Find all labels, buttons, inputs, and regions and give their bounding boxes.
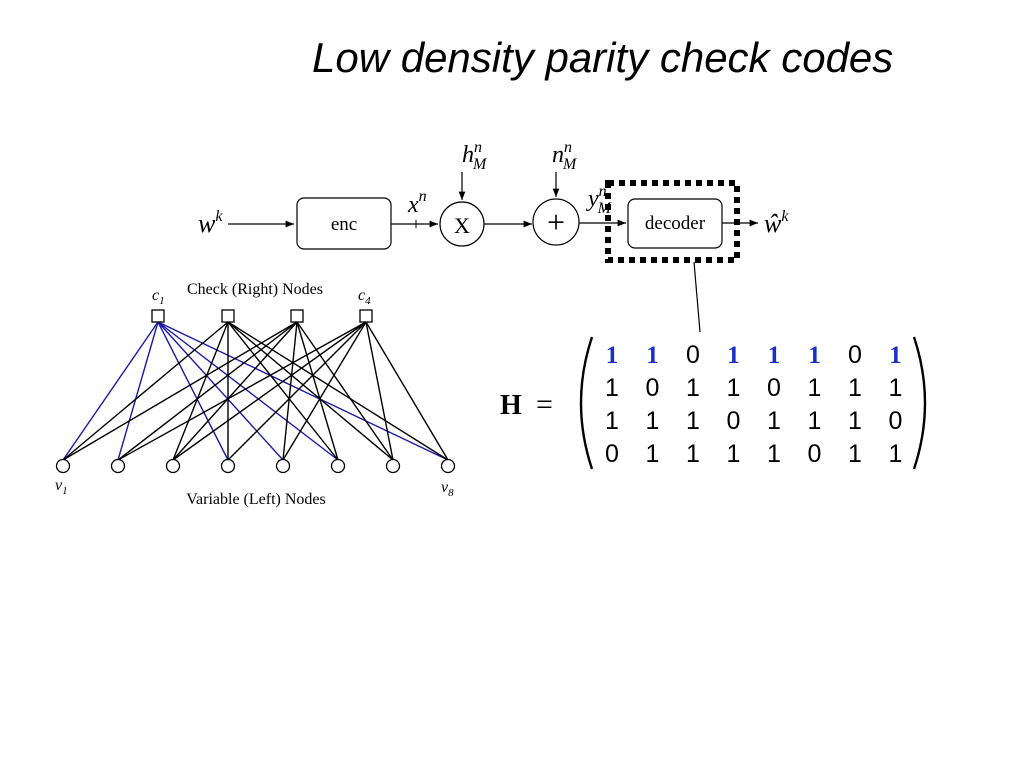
matrix-cell-r3-c8: 0 — [889, 407, 903, 435]
matrix-cell-r1-c8: 1 — [889, 342, 902, 369]
matrix-cell-r3-c6: 1 — [808, 407, 822, 435]
matrix-cell-r3-c7: 1 — [848, 407, 862, 435]
matrix-equals: = — [536, 388, 553, 421]
input-label: wk — [198, 208, 223, 238]
matrix-cell-r3-c1: 1 — [605, 407, 619, 435]
matrix-cell-r1-c3: 0 — [686, 341, 700, 369]
decoder-matrix-connector — [693, 261, 701, 333]
matrix-cell-r4-c3: 1 — [686, 440, 700, 468]
check-node-first-label: c1 — [152, 287, 165, 307]
check-nodes-label: Check (Right) Nodes — [187, 281, 323, 298]
multiplier-label: X — [454, 213, 470, 238]
var-node-last-label: v8 — [441, 479, 454, 499]
matrix-cell-r2-c5: 0 — [767, 374, 781, 402]
tanner-edge-c4-v4 — [227, 321, 367, 461]
variable-node-3 — [165, 458, 181, 474]
matrix-label: H — [500, 390, 522, 421]
adder-label: + — [547, 204, 565, 240]
tanner-edge-c4-v2 — [117, 321, 367, 461]
matrix-left-paren — [579, 336, 594, 470]
check-node-last-label: c4 — [358, 287, 371, 307]
matrix-right-paren — [912, 336, 927, 470]
tanner-edge-c3-v7 — [296, 321, 394, 461]
matrix-cell-r2-c4: 1 — [727, 374, 741, 402]
variable-node-4 — [220, 458, 236, 474]
tanner-graph: Check (Right) Nodes Variable (Left) Node… — [55, 281, 456, 508]
matrix-cell-r2-c8: 1 — [889, 374, 903, 402]
matrix-cell-r4-c7: 1 — [848, 440, 862, 468]
tanner-edge-c1-v5 — [157, 321, 284, 461]
tanner-edge-c4-v3 — [172, 321, 367, 461]
tanner-edge-c4-v7 — [365, 321, 394, 461]
matrix-cell-r4-c1: 0 — [605, 440, 619, 468]
tanner-nodes — [55, 309, 456, 474]
encoded-label: xn — [407, 188, 427, 218]
check-node-2 — [221, 309, 235, 323]
matrix-cell-r2-c3: 1 — [686, 374, 700, 402]
tanner-edge-c1-v8 — [157, 321, 449, 461]
tanner-edge-c3-v1 — [62, 321, 298, 461]
matrix-cell-r2-c2: 0 — [646, 374, 660, 402]
variable-node-7 — [385, 458, 401, 474]
slide-title: Low density parity check codes — [312, 34, 894, 81]
decoder-label: decoder — [645, 213, 706, 234]
tanner-edge-c3-v5 — [282, 321, 298, 461]
matrix-cell-r3-c5: 1 — [767, 407, 781, 435]
matrix-cell-r3-c3: 1 — [686, 407, 700, 435]
matrix-cell-r4-c2: 1 — [646, 440, 660, 468]
matrix-cell-r1-c4: 1 — [727, 342, 740, 369]
matrix-cell-r2-c6: 1 — [808, 374, 822, 402]
tanner-edge-c1-v4 — [157, 321, 229, 461]
check-node-3 — [290, 309, 304, 323]
tanner-edge-c2-v3 — [172, 321, 229, 461]
tanner-edge-c1-v6 — [157, 321, 339, 461]
matrix-cell-r3-c4: 0 — [727, 407, 741, 435]
variable-node-5 — [275, 458, 291, 474]
matrix-cell-r2-c7: 1 — [848, 374, 862, 402]
tanner-edge-c2-v8 — [227, 321, 449, 461]
tanner-edge-c2-v6 — [227, 321, 339, 461]
var-node-first-label: v1 — [55, 477, 68, 497]
check-node-4 — [359, 309, 373, 323]
tanner-edge-c2-v1 — [62, 321, 229, 461]
tanner-edge-c3-v6 — [296, 321, 339, 461]
matrix-cell-r1-c6: 1 — [808, 342, 821, 369]
variable-node-1 — [55, 458, 71, 474]
variable-node-8 — [440, 458, 456, 474]
matrix-cell-r4-c6: 0 — [808, 440, 822, 468]
matrix-cell-r2-c1: 1 — [605, 374, 619, 402]
variable-node-6 — [330, 458, 346, 474]
matrix-cell-r4-c5: 1 — [767, 440, 781, 468]
tanner-edge-c2-v7 — [227, 321, 394, 461]
tanner-edge-c3-v3 — [172, 321, 298, 461]
variable-nodes-label: Variable (Left) Nodes — [186, 491, 326, 508]
matrix-cell-r4-c8: 1 — [889, 440, 903, 468]
matrix-cell-r1-c5: 1 — [768, 342, 781, 369]
tanner-edge-c1-v2 — [117, 321, 159, 461]
tanner-edge-c1-v1 — [62, 321, 159, 461]
matrix-cell-r4-c4: 1 — [727, 440, 741, 468]
tanner-edge-c4-v5 — [282, 321, 367, 461]
matrix-cell-r1-c7: 0 — [848, 341, 862, 369]
adder-node — [532, 198, 580, 246]
matrix-cell-r1-c2: 1 — [646, 342, 659, 369]
variable-node-2 — [110, 458, 126, 474]
output-label: ŵk — [764, 208, 789, 238]
matrix-cell-r1-c1: 1 — [606, 342, 619, 369]
tanner-edge-c3-v2 — [117, 321, 298, 461]
encoder-label: enc — [331, 214, 357, 235]
matrix-cell-r3-c2: 1 — [646, 407, 660, 435]
tanner-edge-c4-v8 — [365, 321, 449, 461]
check-node-1 — [151, 309, 165, 323]
tanner-edges — [62, 321, 449, 461]
decoder-highlight-box — [605, 180, 740, 263]
